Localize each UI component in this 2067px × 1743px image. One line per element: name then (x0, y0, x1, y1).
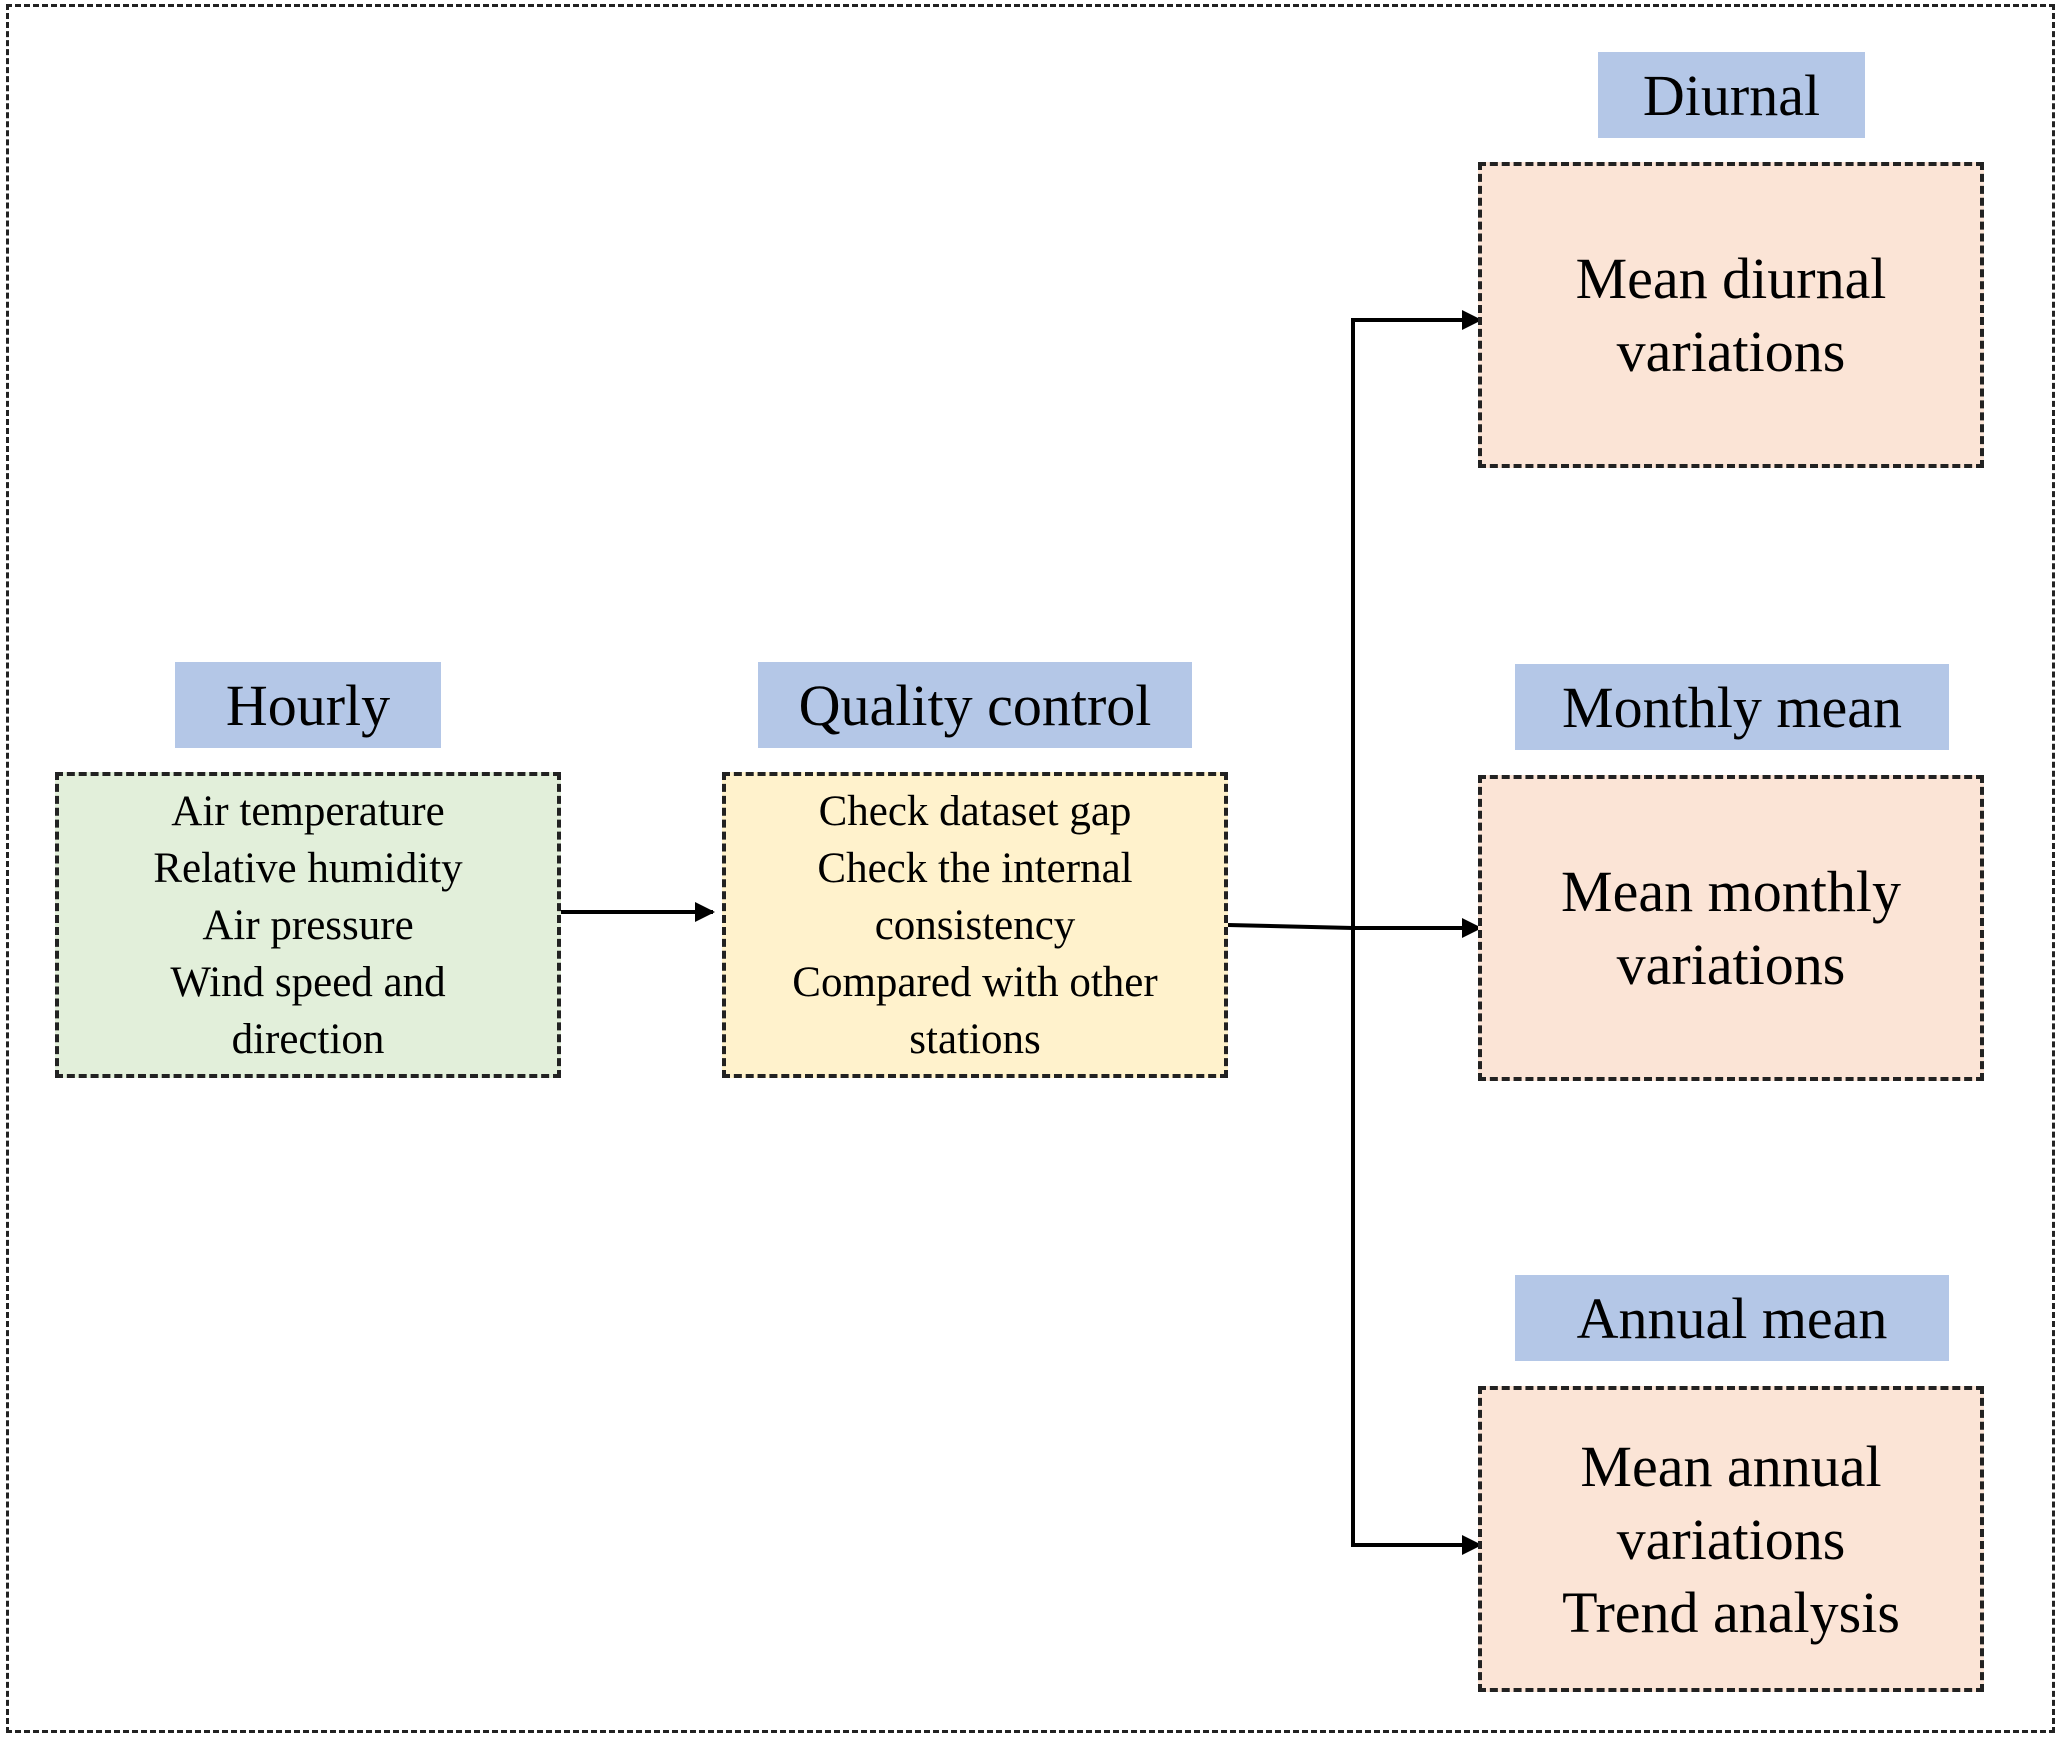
box-line: Trend analysis (1562, 1579, 1900, 1645)
hourly-label: Hourly (175, 662, 441, 748)
box-line: Relative humidity (153, 844, 463, 892)
diagram-frame (6, 4, 2055, 1733)
box-line: Air temperature (171, 787, 445, 835)
box-line: Air pressure (202, 901, 414, 949)
diurnal-label: Diurnal (1598, 52, 1865, 138)
box-line: Wind speed and (170, 958, 446, 1006)
box-line: Mean annual (1580, 1433, 1882, 1499)
quality-control-label: Quality control (758, 662, 1192, 748)
box-line: Check dataset gap (818, 787, 1132, 835)
diurnal-output-box: Mean diurnal variations (1478, 162, 1984, 468)
box-line: Mean monthly (1561, 859, 1901, 924)
hourly-variables-box: Air temperature Relative humidity Air pr… (55, 772, 561, 1078)
box-line: variations (1616, 932, 1846, 997)
box-line: Compared with other (792, 958, 1158, 1006)
annual-mean-label: Annual mean (1515, 1275, 1949, 1361)
box-line: stations (909, 1015, 1041, 1063)
box-line: variations (1616, 319, 1846, 384)
box-line: variations (1616, 1506, 1846, 1572)
monthly-output-box: Mean monthly variations (1478, 775, 1984, 1081)
box-line: consistency (874, 901, 1076, 949)
box-line: direction (231, 1015, 385, 1063)
annual-output-box: Mean annual variations Trend analysis (1478, 1386, 1984, 1692)
monthly-mean-label: Monthly mean (1515, 664, 1949, 750)
box-line: Check the internal (817, 844, 1133, 892)
box-line: Mean diurnal (1575, 246, 1887, 311)
quality-control-box: Check dataset gap Check the internal con… (722, 772, 1228, 1078)
